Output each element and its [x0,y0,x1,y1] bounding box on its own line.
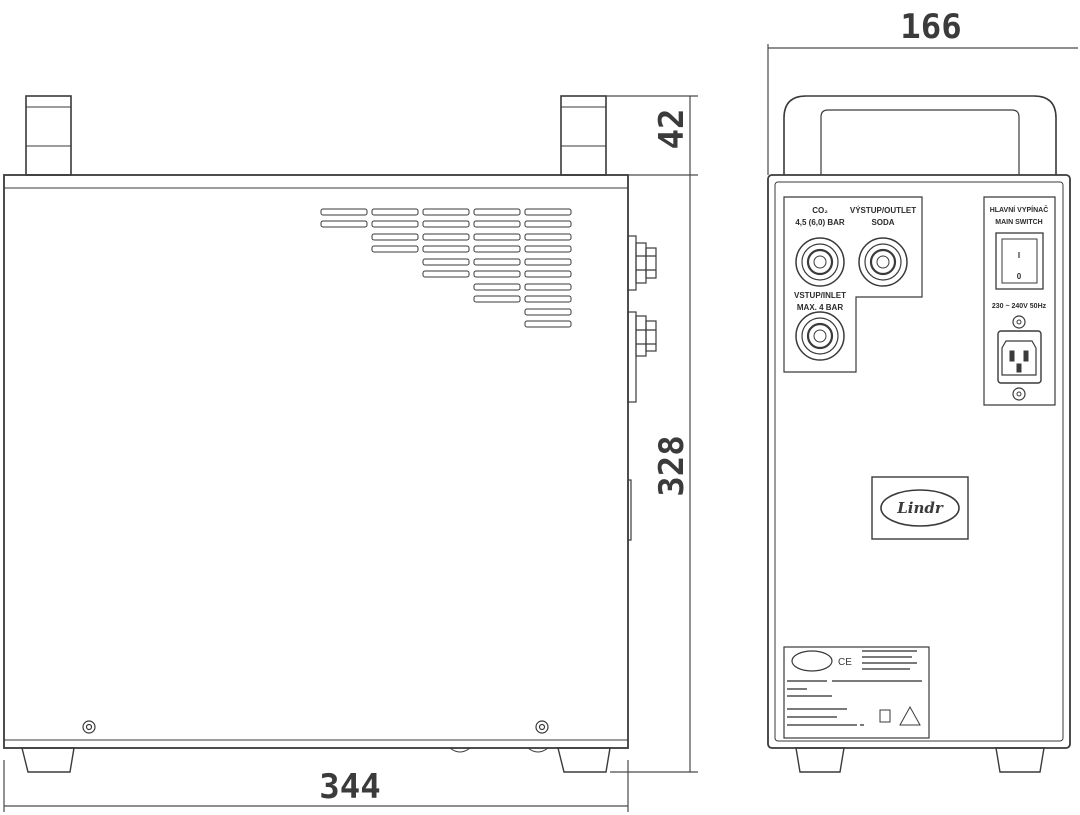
co2-label-line1: CO₂ [812,206,828,215]
switch-off-mark: 0 [1017,272,1022,281]
side-body [3,174,629,749]
side-feet [21,747,611,773]
side-view [3,95,657,773]
co2-connector [795,237,845,287]
side-fittings [627,235,657,541]
dimension-344-label: 344 [319,767,380,807]
outlet-label-line1: VÝSTUP/OUTLET [850,206,916,215]
switch-panel [983,196,1056,406]
side-vents [320,208,572,328]
connection-panel [783,196,923,373]
dimension-328-label: 328 [652,435,692,496]
dimension-344 [3,760,629,812]
dimension-42-label: 42 [652,109,692,150]
outlet-connector [858,237,908,287]
back-view: CO₂ 4,5 (6,0) BAR VÝSTUP/OUTLET SODA VST… [767,95,1071,773]
dimension-166 [767,44,1078,175]
back-feet [795,747,1045,773]
side-screws [82,720,549,734]
logo-plate: Lindr [871,476,969,540]
back-body [767,174,1071,749]
outlet-label-line2: SODA [871,218,894,227]
inlet-label-line1: VSTUP/INLET [794,291,846,300]
side-handle-left [25,95,72,176]
side-handle-right [560,95,607,176]
dimension-328-42 [606,95,698,773]
inlet-connector [795,311,845,361]
co2-label-line2: 4,5 (6,0) BAR [795,218,845,227]
power-socket [997,315,1042,401]
switch-label-line2: MAIN SWITCH [995,219,1042,226]
dimension-166-label: 166 [900,7,961,47]
back-handle [783,95,1057,175]
switch-label-line1: HLAVNÍ VYPÍNAČ [990,205,1049,214]
logo-text: Lindr [896,499,944,517]
rating-label: CE [783,646,930,739]
switch-on-mark: I [1018,251,1020,260]
inlet-label-line2: MAX. 4 BAR [797,303,843,312]
power-label: 230 ~ 240V 50Hz [992,303,1047,310]
ce-mark: CE [838,657,852,668]
main-switch: I 0 [995,232,1044,290]
